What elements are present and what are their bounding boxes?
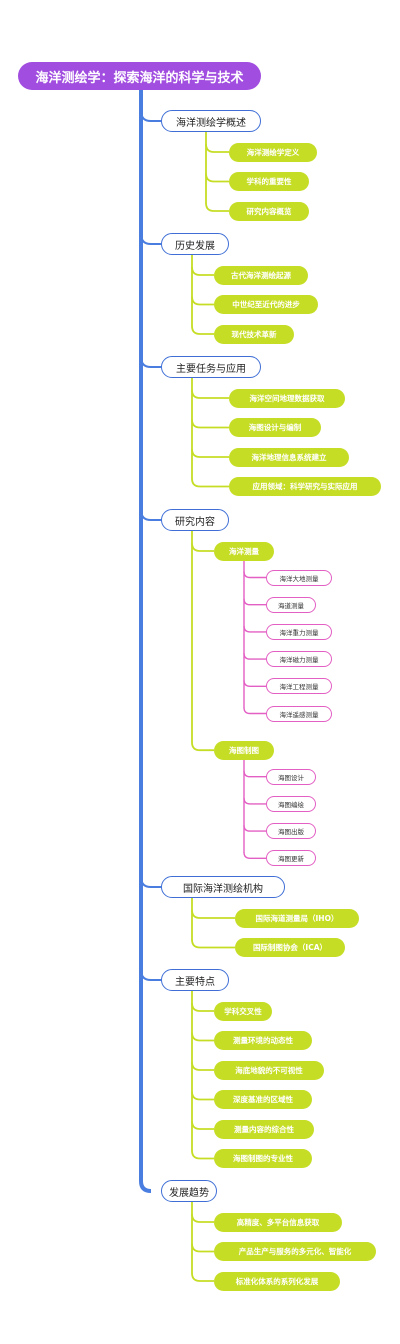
connector-curve — [191, 1243, 214, 1253]
topic-node[interactable]: 现代技术革新 — [214, 324, 294, 344]
connector-curve — [191, 1032, 214, 1042]
connector-curve — [243, 653, 266, 660]
connector-curve — [191, 1120, 214, 1130]
topic-node[interactable]: 学科的重要性 — [229, 172, 309, 191]
topic-node[interactable]: 海底地貌的不可视性 — [214, 1060, 324, 1080]
subtopic-node[interactable]: 海图更新 — [266, 850, 316, 867]
topic-node[interactable]: 应用领域：科学研究与实际应用 — [229, 477, 381, 496]
connector-curve — [243, 598, 266, 606]
topic-node[interactable]: 国际海道测量局（IHO） — [235, 908, 359, 928]
topic-node[interactable]: 海图制图的专业性 — [214, 1149, 312, 1168]
connector-curve — [191, 448, 229, 458]
connector-curve — [191, 1091, 214, 1101]
connector-curve — [191, 1061, 214, 1071]
connector-curve — [191, 1002, 214, 1012]
connector-curve — [243, 770, 266, 778]
connector-curve — [140, 356, 161, 368]
topic-node[interactable]: 标准化体系的系列化发展 — [214, 1271, 340, 1291]
topic-node[interactable]: 测量环境的动态性 — [214, 1031, 312, 1050]
connector-curve — [205, 202, 229, 212]
section-node[interactable]: 历史发展 — [161, 233, 229, 255]
subtopic-node[interactable]: 海洋大地测量 — [266, 569, 332, 586]
section-node[interactable]: 研究内容 — [161, 509, 229, 531]
connector-curve — [191, 909, 235, 919]
subtopic-node[interactable]: 海洋工程测量 — [266, 678, 332, 695]
connector-curve — [191, 296, 214, 306]
subtopic-node[interactable]: 海洋重力测量 — [266, 623, 332, 640]
topic-node[interactable]: 高精度、多平台信息获取 — [214, 1212, 342, 1232]
connector-curve — [243, 797, 266, 805]
connector-curve — [191, 1272, 214, 1282]
connector-curve — [139, 90, 152, 1193]
connector-curve — [140, 509, 161, 521]
connector-curve — [191, 419, 229, 429]
connector-curve — [191, 389, 229, 399]
section-node[interactable]: 主要特点 — [161, 969, 229, 991]
subtopic-node[interactable]: 海道测量 — [266, 596, 316, 613]
connector-curve — [243, 680, 266, 687]
topic-node[interactable]: 海洋空间地理数据获取 — [229, 388, 345, 408]
connector-curve — [140, 233, 161, 245]
topic-node[interactable]: 海洋测量 — [214, 541, 274, 561]
root-node[interactable]: 海洋测绘学：探索海洋的科学与技术 — [18, 62, 261, 90]
connector-curve — [191, 542, 214, 552]
topic-node[interactable]: 产品生产与服务的多元化、智能化 — [214, 1242, 376, 1261]
connector-curve — [191, 1150, 214, 1160]
connector-curve — [140, 876, 161, 888]
subtopic-node[interactable]: 海图出版 — [266, 823, 316, 840]
section-node[interactable]: 发展趋势 — [161, 1180, 217, 1202]
connector-curve — [243, 852, 266, 859]
connector-curve — [191, 1213, 214, 1223]
topic-node[interactable]: 学科交叉性 — [214, 1001, 272, 1021]
connector-curve — [243, 825, 266, 832]
topic-node[interactable]: 海图制图 — [214, 740, 274, 760]
topic-node[interactable]: 国际制图协会（ICA） — [235, 938, 345, 957]
topic-node[interactable]: 古代海洋测绘起源 — [214, 265, 308, 285]
topic-node[interactable]: 深度基准的区域性 — [214, 1090, 312, 1109]
topic-node[interactable]: 测量内容的综合性 — [214, 1119, 314, 1139]
connector-curve — [205, 173, 229, 183]
connector-curve — [191, 742, 214, 752]
connector-curve — [191, 325, 214, 335]
subtopic-node[interactable]: 海图设计 — [266, 768, 316, 785]
topic-node[interactable]: 海洋测绘学定义 — [229, 142, 317, 162]
section-node[interactable]: 国际海洋测绘机构 — [161, 876, 285, 898]
connector-curve — [140, 110, 161, 122]
section-node[interactable]: 主要任务与应用 — [161, 356, 261, 378]
connector-curve — [243, 625, 266, 633]
connector-curve — [191, 939, 235, 949]
topic-node[interactable]: 研究内容概览 — [229, 201, 309, 221]
subtopic-node[interactable]: 海洋磁力测量 — [266, 651, 332, 668]
topic-node[interactable]: 海图设计与编制 — [229, 418, 321, 437]
connector-curve — [243, 707, 266, 715]
connector-curve — [140, 969, 161, 981]
subtopic-node[interactable]: 海图编绘 — [266, 795, 316, 812]
connector-curve — [191, 478, 229, 488]
subtopic-node[interactable]: 海洋遥感测量 — [266, 705, 332, 722]
connector-curve — [191, 266, 214, 276]
topic-node[interactable]: 海洋地理信息系统建立 — [229, 447, 349, 467]
connector-curve — [243, 571, 266, 579]
topic-node[interactable]: 中世纪至近代的进步 — [214, 295, 318, 314]
section-node[interactable]: 海洋测绘学概述 — [161, 110, 261, 132]
connector-curve — [205, 143, 229, 153]
